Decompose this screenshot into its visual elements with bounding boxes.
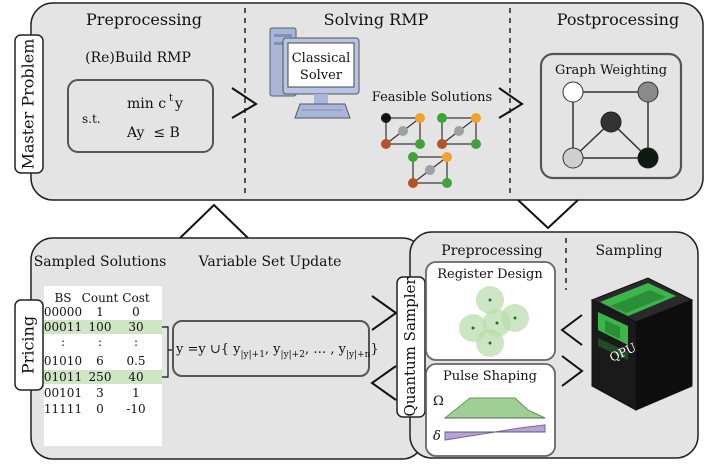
table-row-highlight <box>44 370 162 384</box>
master-solving-title: Solving RMP <box>324 10 429 29</box>
table-cell: 00000 <box>44 305 82 319</box>
chevron-right-icon <box>231 87 258 119</box>
table-cell: 01010 <box>44 354 82 368</box>
rmp-formula-box <box>67 79 214 153</box>
table-cell: 11111 <box>44 402 82 416</box>
table-cell: : <box>98 335 102 349</box>
formula-comma2: , <box>305 342 313 357</box>
connector-down-arrow <box>517 199 579 230</box>
table-header-bs: BS <box>54 291 71 305</box>
table-cell: 1 <box>132 386 140 400</box>
register-design-label: Register Design <box>437 267 543 282</box>
pulse-shaping-label: Pulse Shaping <box>443 369 537 384</box>
st-label: s.t. <box>82 112 101 126</box>
feasible-graph-3 <box>408 152 452 188</box>
solutions-table <box>44 286 162 446</box>
table-header-cost: Cost <box>122 291 150 305</box>
feasible-graph-2 <box>437 113 481 149</box>
table-cell: 00011 <box>44 320 82 334</box>
sampled-solutions-title: Sampled Solutions <box>34 254 167 270</box>
table-cell: 6 <box>96 354 104 368</box>
table-cell: 01011 <box>44 370 82 384</box>
constraint-text: Ay ≤ B <box>126 125 180 141</box>
feasible-solutions-label: Feasible Solutions <box>372 90 492 105</box>
table-cell: -10 <box>126 402 145 416</box>
variable-set-update-title: Variable Set Update <box>198 254 342 270</box>
table-cell: 00101 <box>44 386 82 400</box>
classical-solver-label-2: Solver <box>300 68 343 83</box>
table-cell: 30 <box>128 320 143 334</box>
connector-up-arrow <box>179 203 249 239</box>
table-cell: 100 <box>89 320 112 334</box>
table-cell: 1 <box>96 305 104 319</box>
master-problem-tab <box>14 34 44 174</box>
formula-close: } <box>370 342 378 357</box>
computer-icon <box>269 27 360 119</box>
quantum-sampler-tab <box>396 276 426 418</box>
table-cell: 250 <box>89 370 112 384</box>
table-cell: : <box>61 335 65 349</box>
classical-solver-label-1: Classical <box>292 51 351 66</box>
weighted-graph <box>562 81 659 169</box>
table-cell: 0 <box>96 402 104 416</box>
table-cell: 0.5 <box>126 354 145 368</box>
qpu-cube-icon <box>590 277 694 411</box>
pricing-tab <box>14 299 44 391</box>
chevron-right-icon <box>561 355 584 387</box>
feasible-graph-1 <box>381 113 425 149</box>
table-cell: 0 <box>132 305 140 319</box>
objective-var: y <box>174 96 183 112</box>
formula-sub3: |y|+n <box>346 350 371 360</box>
table-body: 00000 1 0 00011 100 30 : : : 01010 6 0.5… <box>44 305 146 416</box>
formula-main: y =y ∪{ y <box>175 342 241 357</box>
chevron-left-icon <box>370 365 397 401</box>
table-header-count: Count <box>82 291 119 305</box>
chevron-right-icon <box>498 87 524 119</box>
omega-symbol: Ω <box>433 394 444 409</box>
delta-symbol: δ <box>433 429 441 444</box>
formula-y: y <box>334 342 346 357</box>
rebuild-rmp-label: (Re)Build RMP <box>85 50 191 66</box>
graph-weighting-label: Graph Weighting <box>555 63 667 78</box>
table-cell: 3 <box>96 386 104 400</box>
master-problem-label: Master Problem <box>19 39 38 170</box>
formula-comma1: , y <box>265 342 281 357</box>
variable-set-box <box>172 320 370 377</box>
table-cell: 40 <box>128 370 143 384</box>
formula-dots: … , <box>313 342 334 357</box>
table-header: BS Count Cost <box>54 291 149 305</box>
quantum-preprocessing-title: Preprocessing <box>441 243 542 259</box>
chevron-left-icon <box>560 314 583 346</box>
table-row-highlight <box>44 320 162 334</box>
selection-bracket <box>162 326 169 378</box>
sampling-title: Sampling <box>595 243 662 259</box>
register-atoms <box>459 286 529 357</box>
update-formula: y =y ∪{ y|y|+1, y|y|+2, … , y|y|+n} <box>175 342 379 360</box>
table-cell: : <box>134 335 138 349</box>
objective-sup: t <box>169 93 173 104</box>
chevron-right-icon <box>371 295 398 331</box>
master-preprocessing-title: Preprocessing <box>86 10 202 29</box>
formula-sub2: |y|+2 <box>281 350 305 360</box>
quantum-sampler-label: Quantum Sampler <box>401 277 419 417</box>
objective-text: min c <box>127 96 166 112</box>
pricing-label: Pricing <box>19 316 38 374</box>
formula-sub1: |y|+1 <box>241 350 265 360</box>
master-postprocessing-title: Postprocessing <box>557 10 679 29</box>
